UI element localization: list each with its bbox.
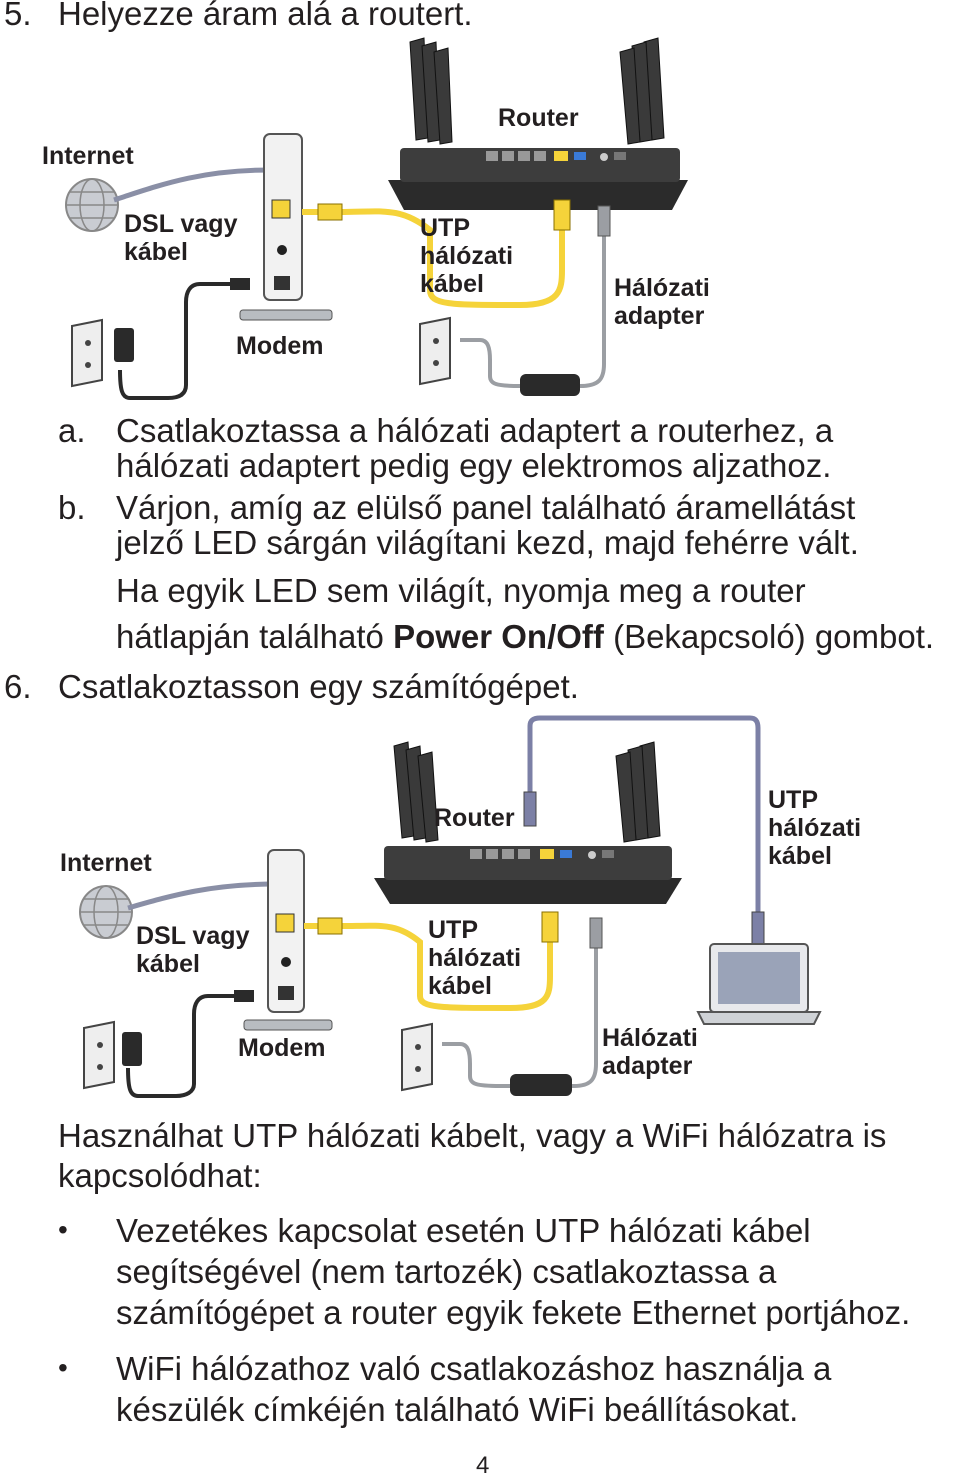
adapter-label-line2: adapter [614,302,705,330]
router-antennas-left [393,741,439,843]
note-line1: Ha egyik LED sem világít, nyomja meg a r… [116,572,806,609]
dsl-cable [127,881,277,911]
bullet-2-line1: WiFi hálózathoz való csatlakozáshoz hasz… [116,1350,832,1387]
router-body [388,148,688,210]
sub-a-line2: hálózati adaptert pedig egy elektromos a… [116,447,832,484]
power-outlet-icon-2 [401,1022,433,1092]
modem-power-cable [126,994,254,1098]
bullet-1-line2: segítségével (nem tartozék) csatlakoztas… [116,1253,777,1290]
note-line2-pre: hátlapján található [116,618,394,655]
dsl-cable [113,167,271,203]
adapter-cable [442,942,598,1088]
note-power-button: Power On/Off [393,618,604,655]
utp-cable-yellow [302,205,565,309]
laptop-icon [696,943,822,1025]
step-text: Helyezze áram alá a routert. [58,0,473,32]
diagram-power-router [65,37,688,400]
dsl-label-2-line2: kábel [136,950,200,978]
adapter-cable [460,230,606,388]
diagram-connect-computer [79,715,822,1098]
sub-a-marker: a. [58,412,86,449]
modem-label: Modem [236,332,324,360]
internet-globe-icon [65,178,119,232]
router-body [374,846,682,904]
router-antennas-left [409,37,453,145]
dsl-label-2-line1: DSL vagy [136,922,250,950]
utp-right-line2: hálózati [768,814,862,842]
modem-device [243,849,333,1031]
utp-right-line3: kábel [768,842,832,870]
utp-cable-yellow [304,916,553,1012]
modem-power-cable [118,282,250,400]
laptop-cable [527,715,761,932]
sub-a-line1: Csatlakoztassa a hálózati adaptert a rou… [116,412,834,449]
para-line1: Használhat UTP hálózati kábelt, vagy a W… [58,1117,887,1154]
dsl-label-line1: DSL vagy [124,210,238,238]
internet-label: Internet [42,142,134,170]
note-line2: hátlapján található Power On/Off (Bekapc… [116,619,934,655]
sub-b-marker: b. [58,489,86,526]
step-number: 5. [4,0,32,32]
utp-right-line1: UTP [768,786,818,814]
utp-label-line1: UTP [420,214,470,242]
utp-label-line3: kábel [420,270,484,298]
power-outlet-icon-1 [83,1020,115,1090]
bullet-1-symbol: • [58,1214,68,1245]
bullet-2-line2: készülék címkéjén található WiFi beállít… [116,1391,799,1428]
step-text-6: Csatlakoztasson egy számítógépet. [58,668,579,705]
utp-center-line1: UTP [428,916,478,944]
sub-b-line2: jelző LED sárgán világítani kezd, majd f… [116,524,859,561]
power-outlet-icon-2 [419,316,451,386]
bullet-2-symbol: • [58,1352,68,1383]
adapter-label-2-line2: adapter [602,1052,693,1080]
internet-label-2: Internet [60,849,152,877]
router-antennas-right [615,741,661,843]
utp-label-line2: hálózati [420,242,514,270]
para-line2: kapcsolódhat: [58,1157,262,1194]
utp-center-line2: hálózati [428,944,522,972]
adapter-label-line1: Hálózati [614,274,710,302]
page-number: 4 [476,1452,490,1479]
router-label-2: Router [434,804,515,832]
internet-globe-icon [79,885,133,939]
power-outlet-icon-1 [71,318,103,388]
sub-b-line1: Várjon, amíg az elülső panel található á… [116,489,856,526]
dsl-label-line2: kábel [124,238,188,266]
router-label: Router [498,104,579,132]
modem-device [239,133,333,321]
modem-label-2: Modem [238,1034,326,1062]
bullet-1-line1: Vezetékes kapcsolat esetén UTP hálózati … [116,1212,811,1249]
adapter-label-2-line1: Hálózati [602,1024,698,1052]
utp-center-line3: kábel [428,972,492,1000]
step-number-6: 6. [4,668,32,705]
note-line2-post: (Bekapcsoló) gombot. [603,618,935,655]
bullet-1-line3: számítógépet a router egyik fekete Ether… [116,1294,911,1331]
router-antennas-right [619,37,665,145]
